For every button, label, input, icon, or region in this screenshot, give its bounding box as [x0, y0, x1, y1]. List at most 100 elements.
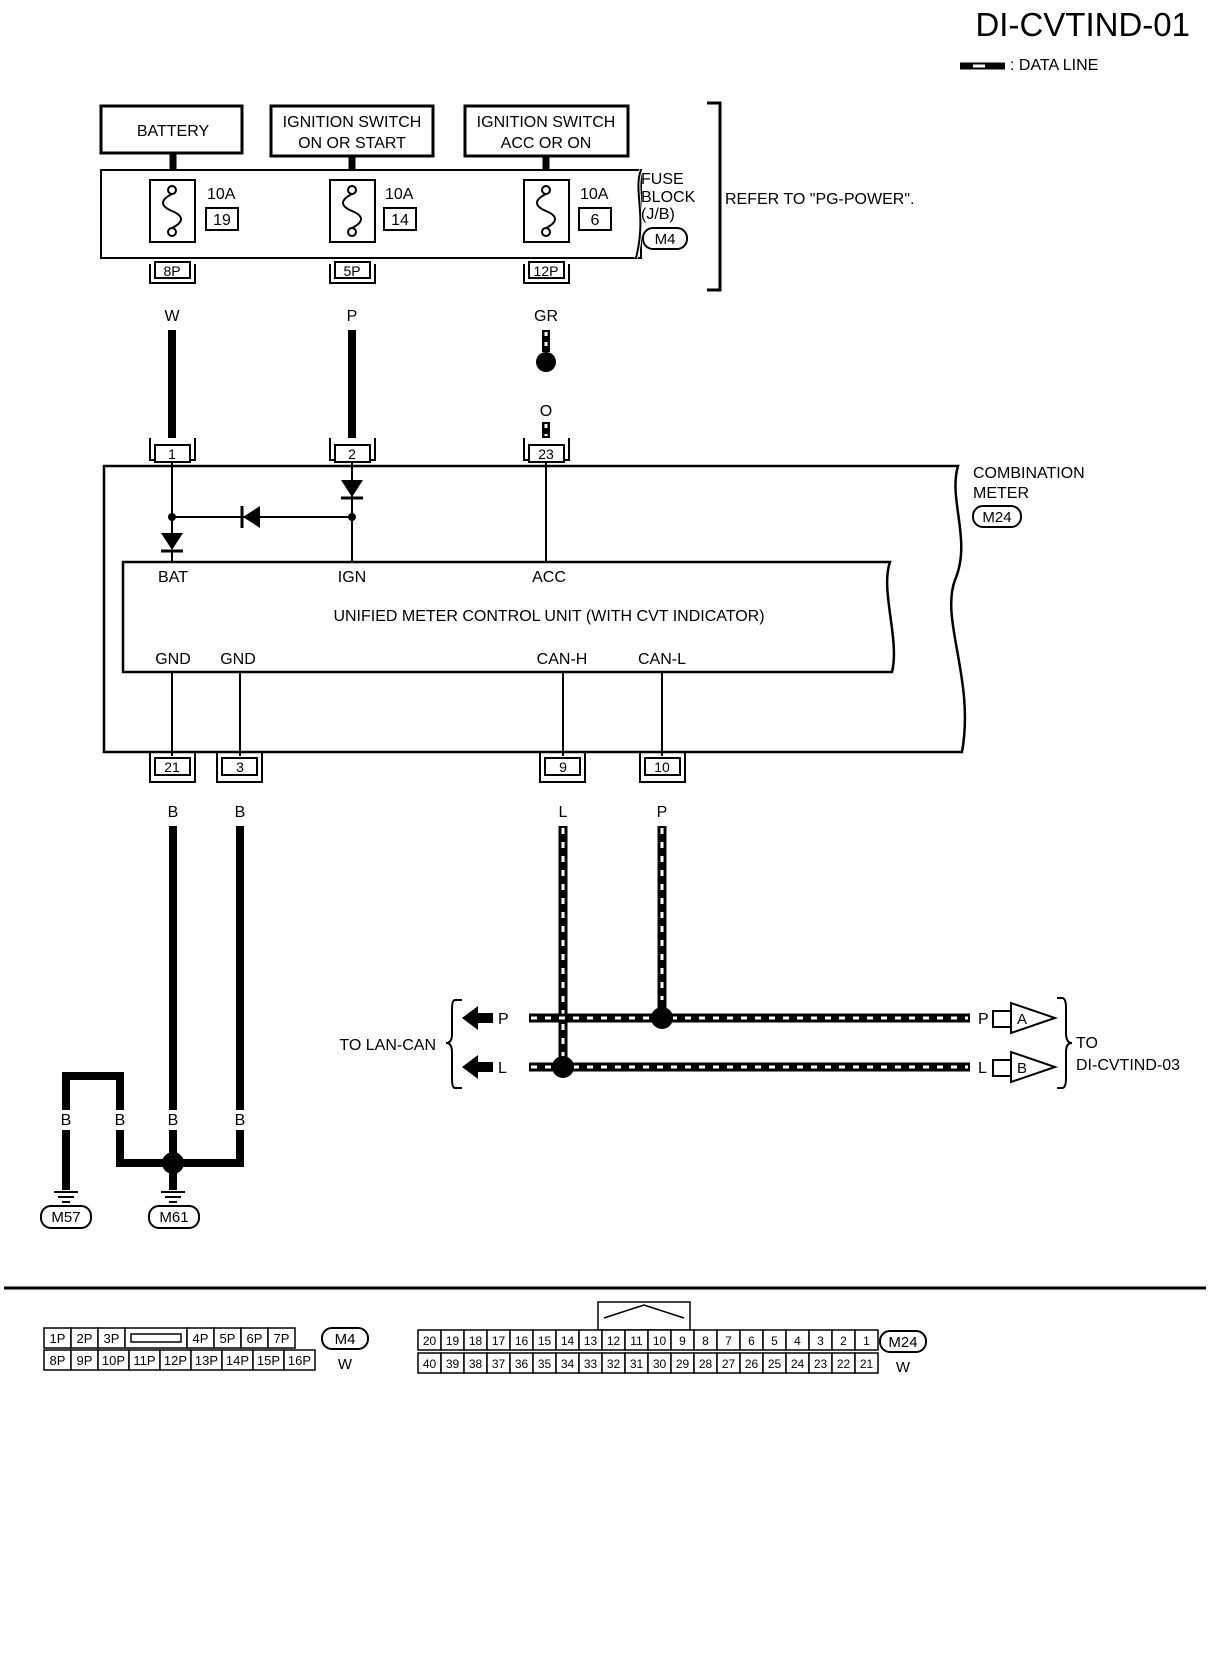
m4-color-label: W — [338, 1356, 353, 1373]
m24-pin-label: 38 — [469, 1357, 483, 1371]
m4-pin-cell: 9P — [70, 1349, 99, 1371]
m24-pin-cell: 2 — [831, 1329, 856, 1351]
meter-terminal-10-label: 10 — [654, 759, 670, 775]
m4-pin-label: 16P — [288, 1353, 311, 1368]
ground-loop-wire — [62, 1072, 173, 1167]
m24-pin-label: 17 — [492, 1334, 506, 1348]
m4-connector-label: M4 — [335, 1331, 356, 1348]
m24-pin-cell: 28 — [693, 1352, 718, 1374]
m24-pin-cell: 4 — [785, 1329, 810, 1351]
m24-pin-cell: 7 — [716, 1329, 741, 1351]
meter-terminal-23-label: 23 — [538, 446, 554, 462]
m4-pin-cell: 1P — [43, 1327, 72, 1349]
meter-terminal-1: 1 — [149, 438, 196, 463]
ground-splice — [162, 1152, 184, 1174]
ground-wire-label-1: B — [61, 1112, 72, 1129]
m24-pin-label: 18 — [469, 1334, 483, 1348]
arrow-left-l-icon — [462, 1055, 493, 1079]
m4-pin-cell: 13P — [190, 1349, 223, 1371]
m24-pin-label: 25 — [768, 1357, 782, 1371]
m24-pin-cell: 8 — [693, 1329, 718, 1351]
to-lan-can-label: TO LAN-CAN — [339, 1037, 436, 1054]
m4-pin-cell: 15P — [252, 1349, 285, 1371]
fuse-block-bracket — [707, 101, 722, 292]
ign-on-start-line2: ON OR START — [298, 135, 406, 152]
terminal-12P: 12P — [523, 261, 570, 284]
battery-box: BATTERY — [99, 104, 244, 155]
m24-pin-cell: 22 — [831, 1352, 856, 1374]
m24-pin-cell: 36 — [509, 1352, 534, 1374]
wire-color-b-3: B — [235, 804, 246, 821]
m24-pin-cell: 26 — [739, 1352, 764, 1374]
output-can-l: CAN-L — [638, 651, 686, 668]
m24-pin-label: 33 — [584, 1357, 598, 1371]
m4-pin-cell: 2P — [70, 1327, 99, 1349]
ignition-switch-acc-on-box: IGNITION SWITCH ACC OR ON — [463, 104, 630, 158]
meter-terminal-21: 21 — [149, 752, 196, 783]
m24-pin-cell: 17 — [486, 1329, 511, 1351]
m24-pin-cell: 40 — [417, 1352, 442, 1374]
m24-pin-cell: 15 — [532, 1329, 557, 1351]
m24-pin-label: 7 — [725, 1334, 732, 1348]
fuse-6-rating: 10A — [580, 186, 609, 203]
ignition-switch-on-start-box: IGNITION SWITCH ON OR START — [269, 104, 435, 158]
m24-pin-cell: 10 — [647, 1329, 672, 1351]
m24-pin-cell: 23 — [808, 1352, 833, 1374]
ign-on-start-line1: IGNITION SWITCH — [283, 114, 422, 131]
ground-wire-label-4: B — [235, 1112, 246, 1129]
meter-terminal-23: 23 — [523, 438, 570, 463]
to-di-cvtind-03-line1: TO — [1076, 1035, 1098, 1052]
meter-terminal-2-label: 2 — [348, 446, 356, 462]
can-right-label-l: L — [978, 1060, 987, 1077]
unit-label: UNIFIED METER CONTROL UNIT (WITH CVT IND… — [333, 608, 764, 625]
m24-pin-label: 2 — [840, 1334, 847, 1348]
m24-pin-label: 20 — [423, 1334, 437, 1348]
m24-pin-label: 11 — [630, 1334, 643, 1348]
wire-color-o: O — [540, 403, 552, 420]
ground-junction-wire — [173, 1130, 244, 1167]
can-line-p — [529, 1007, 970, 1029]
combination-meter-connector: M24 — [982, 509, 1011, 526]
m24-pin-cell: 18 — [463, 1329, 488, 1351]
m24-pin-label: 5 — [771, 1334, 778, 1348]
m4-pin-label: 5P — [220, 1331, 236, 1346]
m4-pin-label: 1P — [50, 1331, 66, 1346]
fuse-6-number: 6 — [591, 212, 600, 229]
m24-pin-label: 37 — [492, 1357, 506, 1371]
input-ign: IGN — [338, 569, 366, 586]
m4-pin-label: 7P — [274, 1331, 290, 1346]
m4-pin-cell: 14P — [221, 1349, 254, 1371]
input-acc: ACC — [532, 569, 566, 586]
diagram-id: DI-CVTIND-01 — [975, 6, 1190, 43]
m24-pin-cell: 13 — [578, 1329, 603, 1351]
m4-pin-label: 2P — [77, 1331, 93, 1346]
m24-pin-label: 1 — [863, 1334, 870, 1348]
meter-terminal-3-label: 3 — [236, 759, 244, 775]
m4-pin-cell: 7P — [267, 1327, 296, 1349]
m4-pin-label: 9P — [77, 1353, 93, 1368]
fuse-14-number: 14 — [391, 212, 409, 229]
diode-horizontal-icon — [240, 506, 260, 528]
m4-pin-cell: 12P — [159, 1349, 192, 1371]
m24-pin-label: 31 — [630, 1357, 644, 1371]
m24-pin-label: 22 — [837, 1357, 851, 1371]
m24-color-label: W — [896, 1359, 911, 1376]
m24-pin-label: 30 — [653, 1357, 667, 1371]
m24-pin-label: 35 — [538, 1357, 552, 1371]
m24-pin-cell: 34 — [555, 1352, 580, 1374]
data-line-legend-label: : DATA LINE — [1010, 57, 1098, 74]
m24-pin-cell: 11 — [624, 1329, 649, 1351]
m24-pin-cell: 19 — [440, 1329, 465, 1351]
ground-m57-label: M57 — [51, 1209, 80, 1226]
meter-terminal-9: 9 — [539, 752, 586, 783]
output-can-h: CAN-H — [537, 651, 588, 668]
fuse-block-connector: M4 — [655, 231, 676, 248]
output-gnd-1: GND — [155, 651, 191, 668]
m4-pin-label: 12P — [164, 1353, 187, 1368]
m24-pin-label: 3 — [817, 1334, 824, 1348]
wire-acc-supply — [536, 330, 556, 438]
meter-terminal-10: 10 — [639, 752, 686, 783]
m24-pin-cell: 33 — [578, 1352, 603, 1374]
m4-pin-label: 15P — [257, 1353, 280, 1368]
